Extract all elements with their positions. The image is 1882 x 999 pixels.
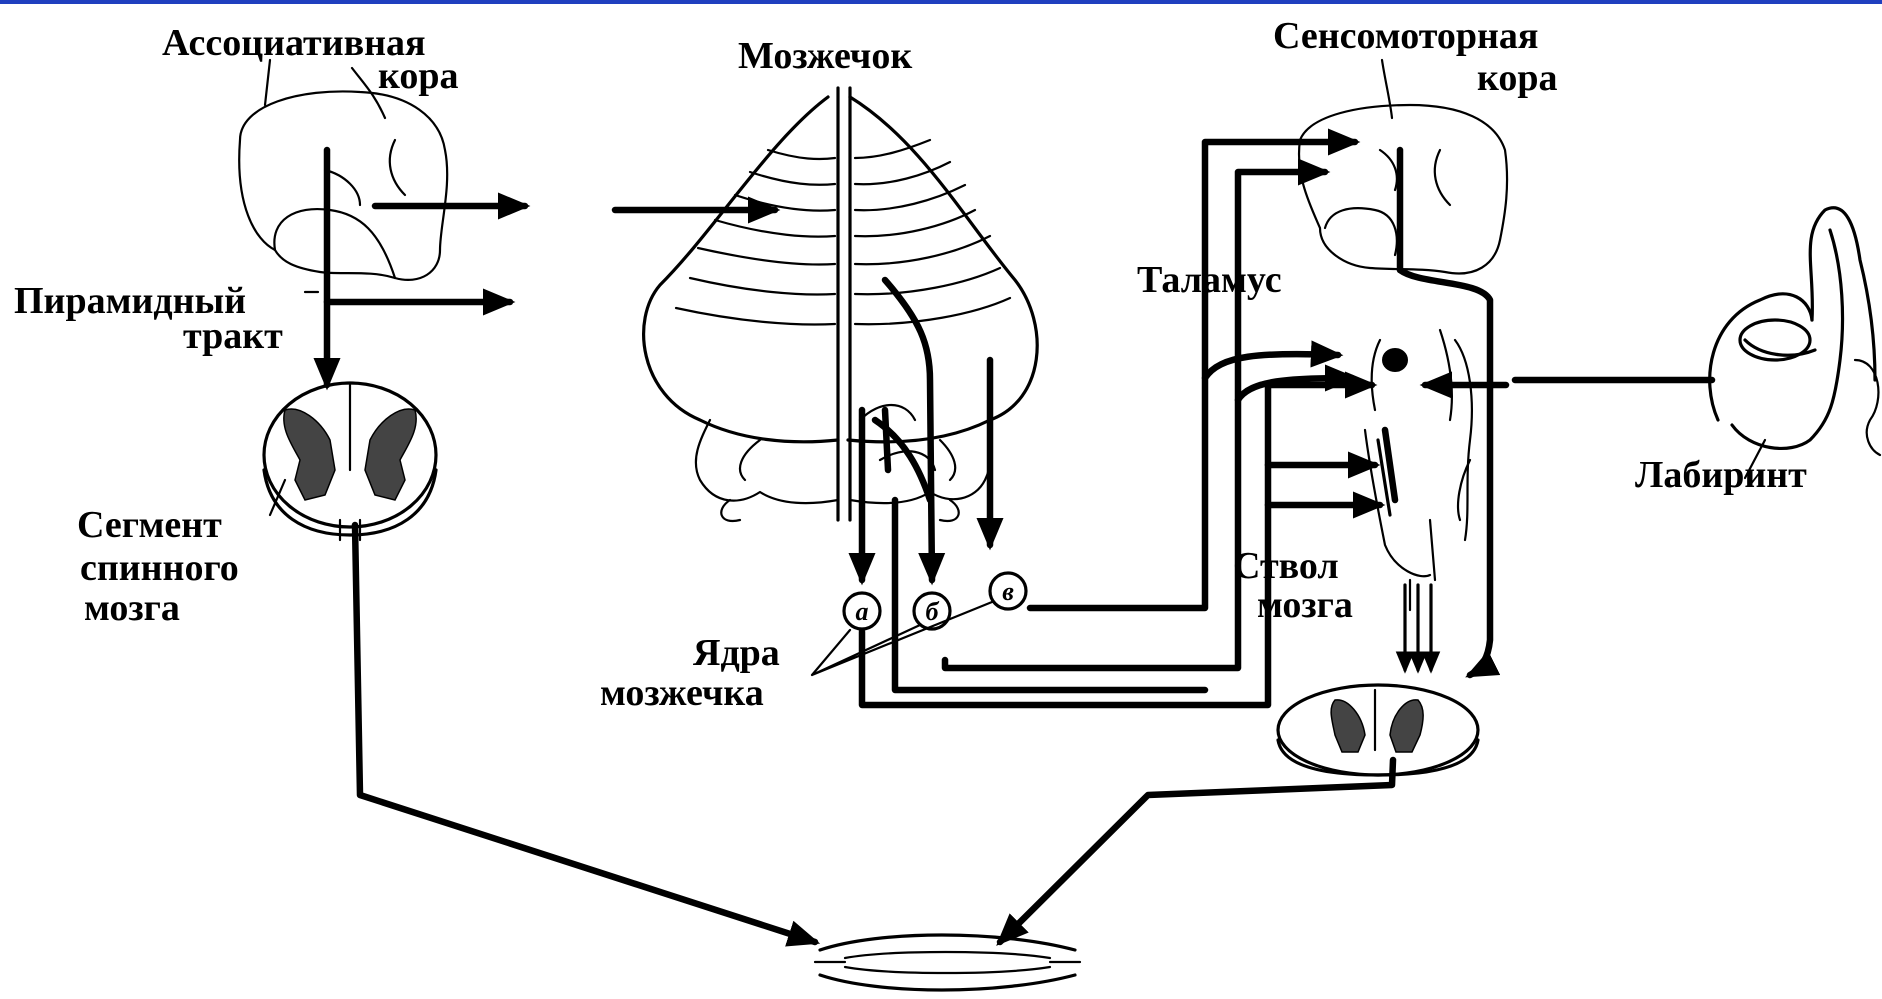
cerebellum-label: Мозжечок — [738, 35, 912, 77]
spinal-segment-left — [264, 383, 436, 540]
spinal-segment-label-line1: Сегмент — [77, 504, 222, 546]
cerebellar-nuclei: а б в — [844, 573, 1026, 629]
sensorimotor-cortex-label-line1: Сенсомоторная — [1273, 15, 1538, 57]
labyrinth-drawing — [1710, 208, 1880, 478]
nucleus-a-letter: а — [856, 597, 869, 626]
cerebellum-drawing — [644, 88, 1038, 521]
sensorimotor-to-spinal-arrow — [1400, 270, 1490, 675]
spinal-segment-right — [1278, 685, 1478, 775]
spinal-to-muscle-arrow-left — [355, 525, 815, 942]
nucleus-v-to-thalamus-path — [1030, 142, 1355, 608]
sensorimotor-cortex-label-line2: кора — [1477, 57, 1558, 99]
thalamus-label: Таламус — [1137, 259, 1282, 301]
spinal-to-muscle-arrow-right — [1000, 760, 1393, 942]
spinal-segment-label-line3: мозга — [84, 587, 180, 629]
brainstem-thalamus-drawing — [1365, 330, 1472, 610]
cerebellar-nuclei-label-line2: мозжечка — [600, 672, 764, 714]
pyramidal-tract-label-line2: тракт — [183, 315, 283, 357]
brainstem-label-line2: мозга — [1257, 584, 1353, 626]
nucleus-b-letter: б — [926, 597, 940, 626]
association-cortex-label-line2: кора — [378, 55, 459, 97]
nucleus-v-letter: в — [1002, 577, 1014, 606]
cerebellar-nuclei-label-line1: Ядра — [693, 632, 780, 674]
brainstem-label-line1: Ствол — [1233, 545, 1339, 587]
spinal-segment-label-line2: спинного — [80, 547, 239, 589]
labyrinth-label: Лабиринт — [1635, 454, 1807, 496]
muscle-drawing — [815, 935, 1080, 990]
